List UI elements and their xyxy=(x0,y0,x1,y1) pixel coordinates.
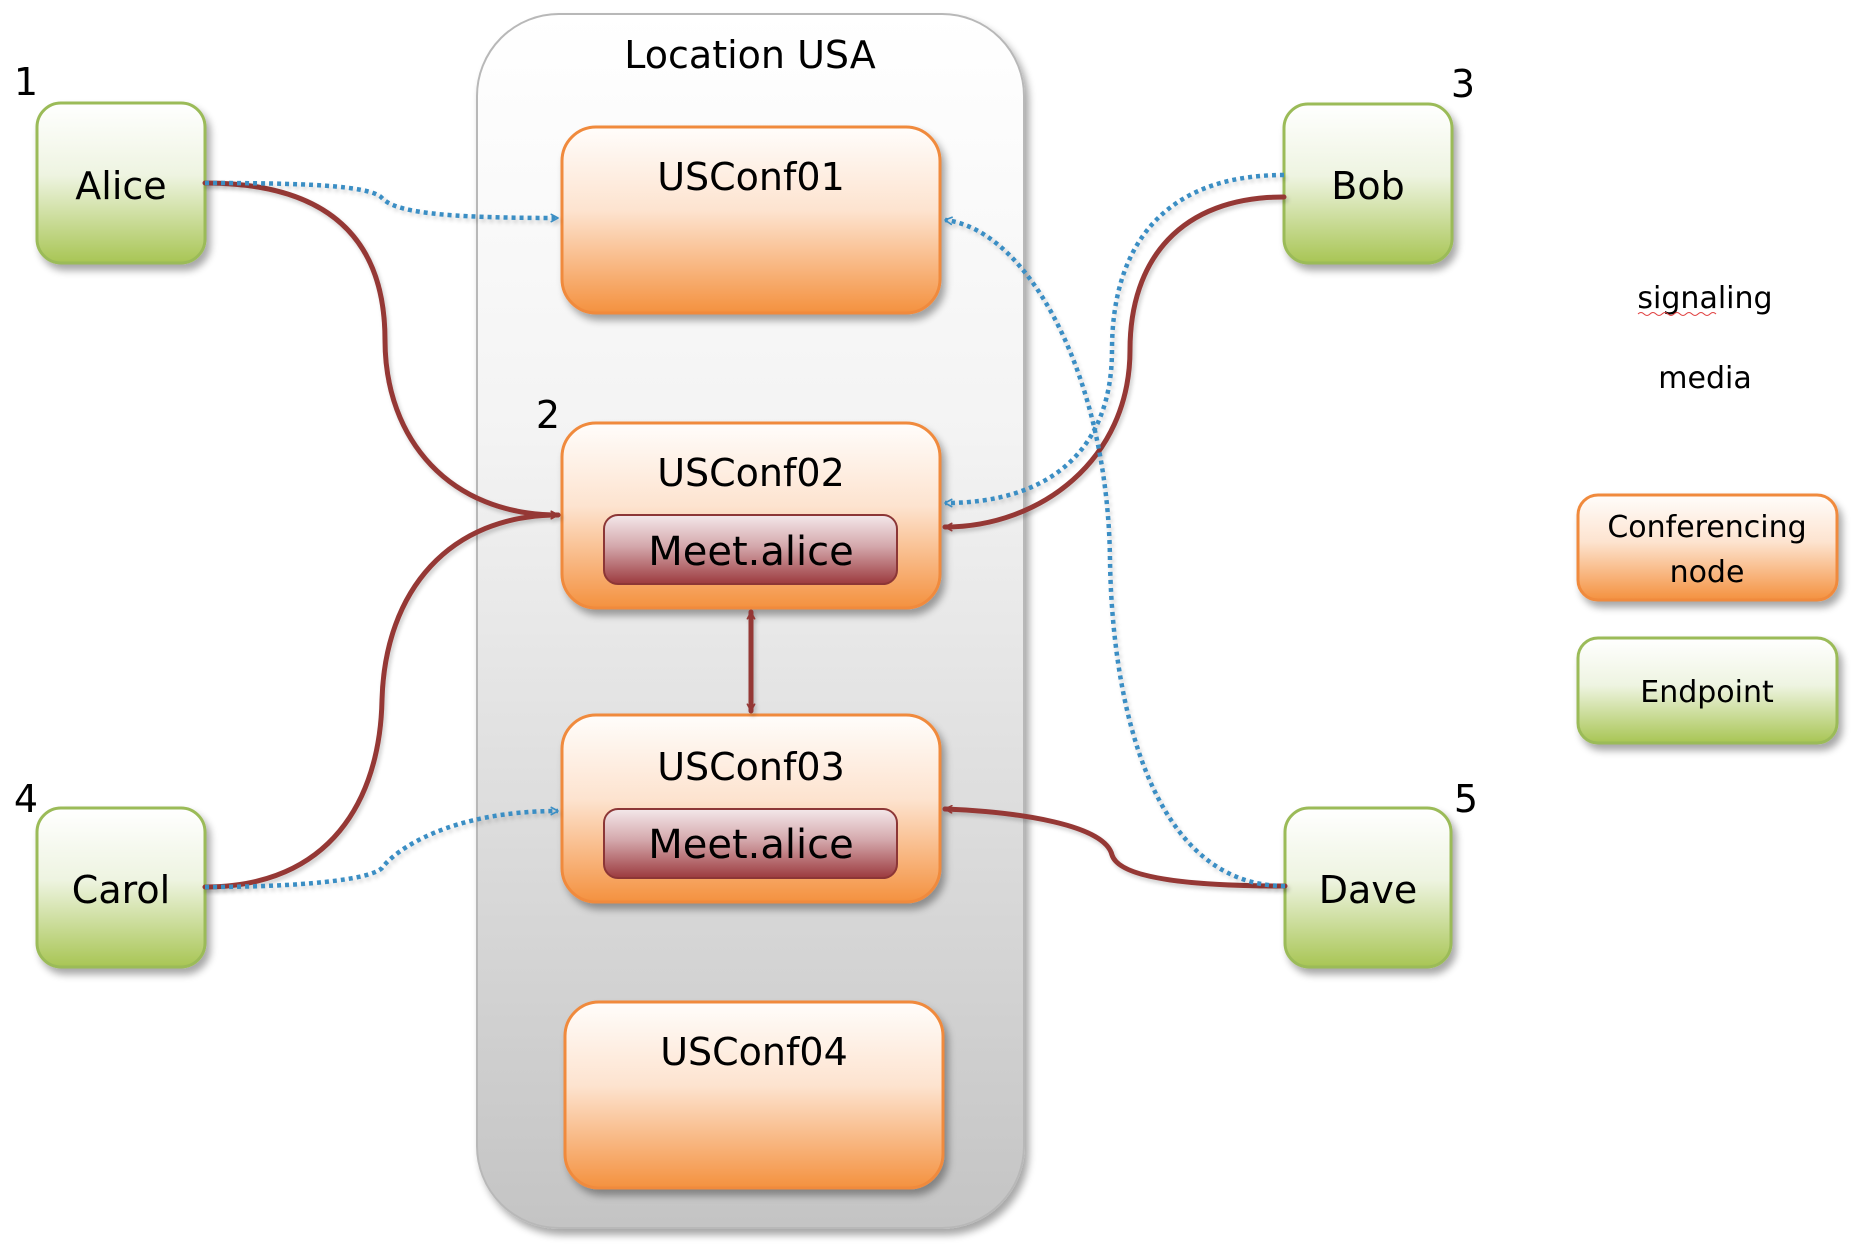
signaling-line-carol-usconf03 xyxy=(204,806,559,890)
conference-meet-alice[interactable]: Meet.alice xyxy=(603,514,898,585)
step-number-1: 1 xyxy=(14,60,38,104)
conferencing-node-usconf01[interactable]: USConf01 xyxy=(560,125,942,315)
legend-conferencing-node: Conferencing node xyxy=(1576,493,1839,602)
legend-node-label-line1: Conferencing xyxy=(1607,510,1806,545)
conference-meet-alice[interactable]: Meet.alice xyxy=(603,808,898,879)
conference-box xyxy=(603,808,898,879)
legend-node-box xyxy=(1576,493,1839,602)
media-line-bob-usconf02 xyxy=(942,194,1287,532)
legend-node-label-line2: node xyxy=(1670,555,1745,590)
endpoint-label: Bob xyxy=(1331,164,1404,208)
signaling-connections xyxy=(204,172,1286,890)
signaling-line-alice-usconf01 xyxy=(204,180,559,223)
media-line-carol-usconf02 xyxy=(202,510,561,890)
conferencing-node-usconf02[interactable]: USConf02 Meet.alice xyxy=(560,421,942,610)
step-number-5: 5 xyxy=(1454,777,1478,821)
conferencing-node-usconf03[interactable]: USConf03 Meet.alice xyxy=(560,713,942,904)
endpoint-dave[interactable]: Dave xyxy=(1283,806,1453,969)
endpoint-bob[interactable]: Bob xyxy=(1282,102,1454,265)
conferencing-node-usconf04[interactable]: USConf04 xyxy=(563,1000,945,1190)
endpoint-label: Dave xyxy=(1319,868,1417,912)
conference-label: Meet.alice xyxy=(648,529,853,575)
signaling-line-dave-usconf01 xyxy=(944,216,1286,889)
legend: signaling media Conferencing node Endpoi… xyxy=(1576,281,1839,745)
node-box xyxy=(560,125,942,315)
legend-endpoint-box xyxy=(1576,636,1839,745)
node-label: USConf02 xyxy=(657,451,845,495)
endpoint-box xyxy=(1282,102,1454,265)
conference-box xyxy=(603,514,898,585)
endpoint-alice[interactable]: Alice xyxy=(35,101,207,265)
node-box xyxy=(563,1000,945,1190)
endpoint-label: Alice xyxy=(75,164,166,208)
legend-media-label: media xyxy=(1658,361,1751,396)
legend-signaling-label: signaling xyxy=(1637,281,1772,316)
spellcheck-underline xyxy=(1637,312,1717,316)
step-number-3: 3 xyxy=(1451,62,1475,106)
step-number-2: 2 xyxy=(536,393,560,437)
node-label: USConf03 xyxy=(657,745,845,789)
node-label: USConf04 xyxy=(660,1030,848,1074)
legend-endpoint: Endpoint xyxy=(1576,636,1839,745)
endpoint-label: Carol xyxy=(72,868,170,912)
media-line-alice-usconf02 xyxy=(202,180,561,520)
step-number-4: 4 xyxy=(14,777,38,821)
endpoint-carol[interactable]: Carol xyxy=(35,806,207,969)
media-line-dave-usconf03 xyxy=(942,804,1288,889)
location-title: Location USA xyxy=(624,33,875,77)
conference-label: Meet.alice xyxy=(648,822,853,868)
legend-endpoint-label: Endpoint xyxy=(1640,675,1774,710)
node-label: USConf01 xyxy=(657,155,845,199)
media-connections xyxy=(202,180,1288,890)
